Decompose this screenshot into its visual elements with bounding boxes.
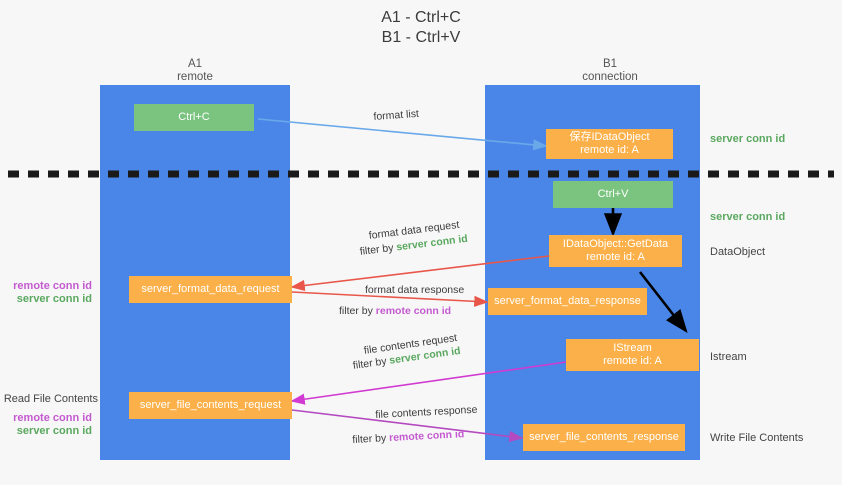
label-file-remote-conn-id: remote conn id xyxy=(13,412,92,424)
caption-format-data-response-filter-value: remote conn id xyxy=(375,305,452,317)
box-ctrl-v-line1: Ctrl+V xyxy=(597,188,629,200)
box-server-format-data-request-label: server_format_data_request xyxy=(141,283,280,295)
column-b1-name: B1 xyxy=(602,58,618,70)
box-getdata-line1: IDataObject::GetData xyxy=(562,238,669,250)
label-server-conn-id-top: server conn id xyxy=(710,133,786,145)
box-idataobject[interactable]: 保存IDataObject remote id: A xyxy=(546,129,673,159)
caption-format-list: format list xyxy=(373,107,419,124)
label-server-conn-id-mid: server conn id xyxy=(710,211,786,223)
label-istream: Istream xyxy=(710,351,747,363)
box-istream[interactable]: IStream remote id: A xyxy=(566,339,699,371)
box-ctrl-v[interactable]: Ctrl+V xyxy=(553,181,673,208)
column-a1-sub: remote xyxy=(177,71,213,83)
label-format-server-conn-id: server conn id xyxy=(16,293,92,305)
box-getdata-line2: remote id: A xyxy=(586,251,645,263)
label-format-remote-conn-id: remote conn id xyxy=(13,280,92,292)
page-title: A1 - Ctrl+C B1 - Ctrl+V xyxy=(0,8,842,48)
box-idataobject-line1: 保存IDataObject xyxy=(569,131,650,143)
box-istream-line1: IStream xyxy=(613,342,652,354)
box-server-file-contents-response-label: server_file_contents_response xyxy=(529,431,679,443)
label-file-server-conn-id: server conn id xyxy=(16,425,92,437)
column-header-b1: B1 connection xyxy=(540,58,680,84)
box-server-file-contents-request-label: server_file_contents_request xyxy=(139,399,282,411)
title-line-1: A1 - Ctrl+C xyxy=(381,9,461,26)
column-a1-name: A1 xyxy=(187,58,203,70)
caption-file-contents-response-text: file contents response xyxy=(375,403,478,421)
box-ctrl-c-line1: Ctrl+C xyxy=(178,111,210,123)
caption-format-data-response-filter: filter by remote conn id xyxy=(339,304,451,318)
caption-format-list-text: format list xyxy=(373,107,420,123)
box-server-file-contents-response[interactable]: server_file_contents_response xyxy=(523,424,685,451)
caption-file-contents-response: file contents response xyxy=(375,403,478,422)
caption-format-data-request-filter-prefix: filter by xyxy=(359,241,398,258)
title-line-2: B1 - Ctrl+V xyxy=(381,29,461,46)
caption-format-data-response-filter-prefix: filter by xyxy=(339,305,376,317)
box-server-format-data-response[interactable]: server_format_data_response xyxy=(488,288,647,315)
column-b1-sub: connection xyxy=(582,71,638,83)
caption-file-contents-response-filter: filter by remote conn id xyxy=(352,427,465,447)
caption-file-contents-response-filter-prefix: filter by xyxy=(352,432,390,446)
box-server-file-contents-request[interactable]: server_file_contents_request xyxy=(129,392,292,419)
box-istream-line2: remote id: A xyxy=(603,355,662,367)
caption-format-data-response-text: format data response xyxy=(365,284,465,296)
box-idataobject-line2: remote id: A xyxy=(580,144,639,156)
label-read-file-contents: Read File Contents xyxy=(3,393,98,405)
caption-file-contents-response-filter-value: remote conn id xyxy=(388,428,465,445)
label-write-file-contents: Write File Contents xyxy=(710,432,804,444)
box-server-format-data-request[interactable]: server_format_data_request xyxy=(129,276,292,303)
column-header-a1: A1 remote xyxy=(135,58,255,84)
box-idataobject-getdata[interactable]: IDataObject::GetData remote id: A xyxy=(549,235,682,267)
caption-file-contents-request-filter-prefix: filter by xyxy=(352,354,391,372)
label-dataobject: DataObject xyxy=(710,246,766,258)
caption-format-data-response: format data response xyxy=(365,283,464,297)
box-server-format-data-response-label: server_format_data_response xyxy=(494,295,641,307)
box-ctrl-c[interactable]: Ctrl+C xyxy=(134,104,254,131)
